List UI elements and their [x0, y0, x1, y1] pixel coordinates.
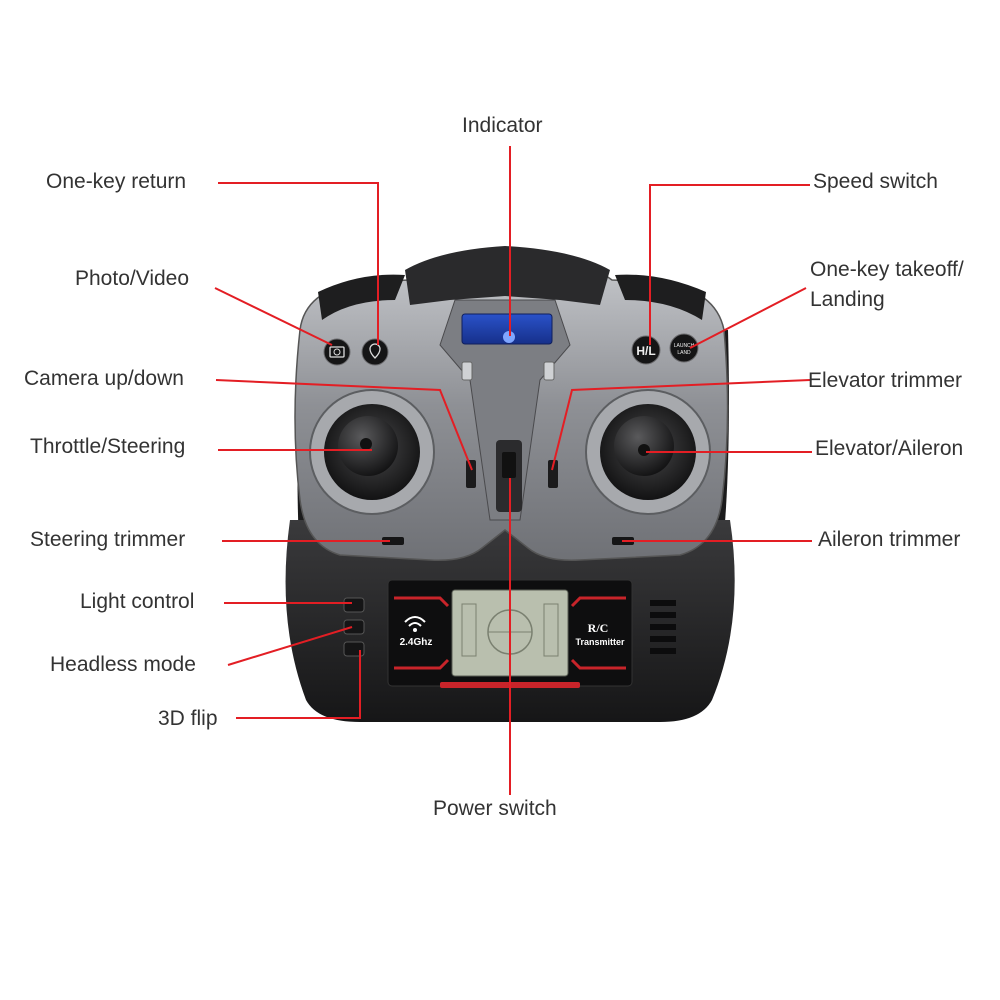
takeoff-landing-button[interactable]: LAUNCH LAND: [669, 333, 699, 363]
rc-label: R/C: [588, 621, 609, 635]
label-light-control: Light control: [80, 590, 195, 613]
label-flip-3d: 3D flip: [158, 707, 218, 730]
leader-one-key-return: [218, 182, 379, 345]
leader-headless-mode: [227, 626, 353, 666]
leader-speed-switch: [649, 184, 810, 345]
label-takeoff-landing-line1: One-key takeoff/: [810, 258, 964, 281]
leader-takeoff-landing: [689, 287, 807, 349]
elevator-trimmer-toggle[interactable]: [548, 460, 558, 488]
transmitter-label: Transmitter: [575, 637, 625, 647]
left-small-switch[interactable]: [461, 361, 473, 381]
label-elevator-trimmer: Elevator trimmer: [808, 369, 963, 392]
leader-camera-up-down: [215, 379, 473, 471]
left-stick[interactable]: [324, 404, 420, 500]
indicator-window: [461, 313, 553, 345]
launch-label: LAUNCH: [674, 343, 695, 349]
label-headless-mode: Headless mode: [50, 653, 196, 676]
leader-lines: [214, 146, 812, 795]
label-aileron-trimmer: Aileron trimmer: [818, 528, 961, 551]
right-small-switch[interactable]: [543, 361, 555, 381]
leader-photo-video: [214, 287, 333, 346]
one-key-return-button[interactable]: [361, 338, 389, 366]
label-elevator-aileron: Elevator/Aileron: [815, 437, 964, 460]
label-one-key-return: One-key return: [46, 170, 187, 193]
grip-ribs: [650, 600, 676, 654]
label-steering-trimmer: Steering trimmer: [30, 528, 186, 551]
label-indicator: Indicator: [462, 114, 543, 137]
label-takeoff-landing-line2: Landing: [810, 288, 885, 311]
label-throttle-steering: Throttle/Steering: [30, 435, 186, 458]
label-power-switch: Power switch: [433, 797, 557, 820]
band-label: 2.4Ghz: [400, 637, 433, 648]
label-photo-video: Photo/Video: [75, 267, 190, 290]
camera-up-down-toggle[interactable]: [466, 460, 476, 488]
land-label: LAND: [677, 350, 691, 356]
speed-switch-button[interactable]: H/L: [631, 335, 661, 365]
steering-trimmer-switch[interactable]: [382, 537, 404, 545]
indicator-led: [503, 331, 515, 343]
light-control-button[interactable]: [343, 597, 365, 613]
leader-elevator-trimmer: [551, 379, 811, 471]
power-switch[interactable]: [502, 452, 516, 478]
speed-button-label: H/L: [636, 344, 655, 358]
label-speed-switch: Speed switch: [813, 170, 938, 193]
leader-flip-3d: [236, 650, 361, 719]
photo-video-button[interactable]: [323, 338, 351, 366]
label-camera-up-down: Camera up/down: [24, 367, 184, 390]
headless-mode-button[interactable]: [343, 619, 365, 635]
wifi-icon: [404, 616, 426, 627]
